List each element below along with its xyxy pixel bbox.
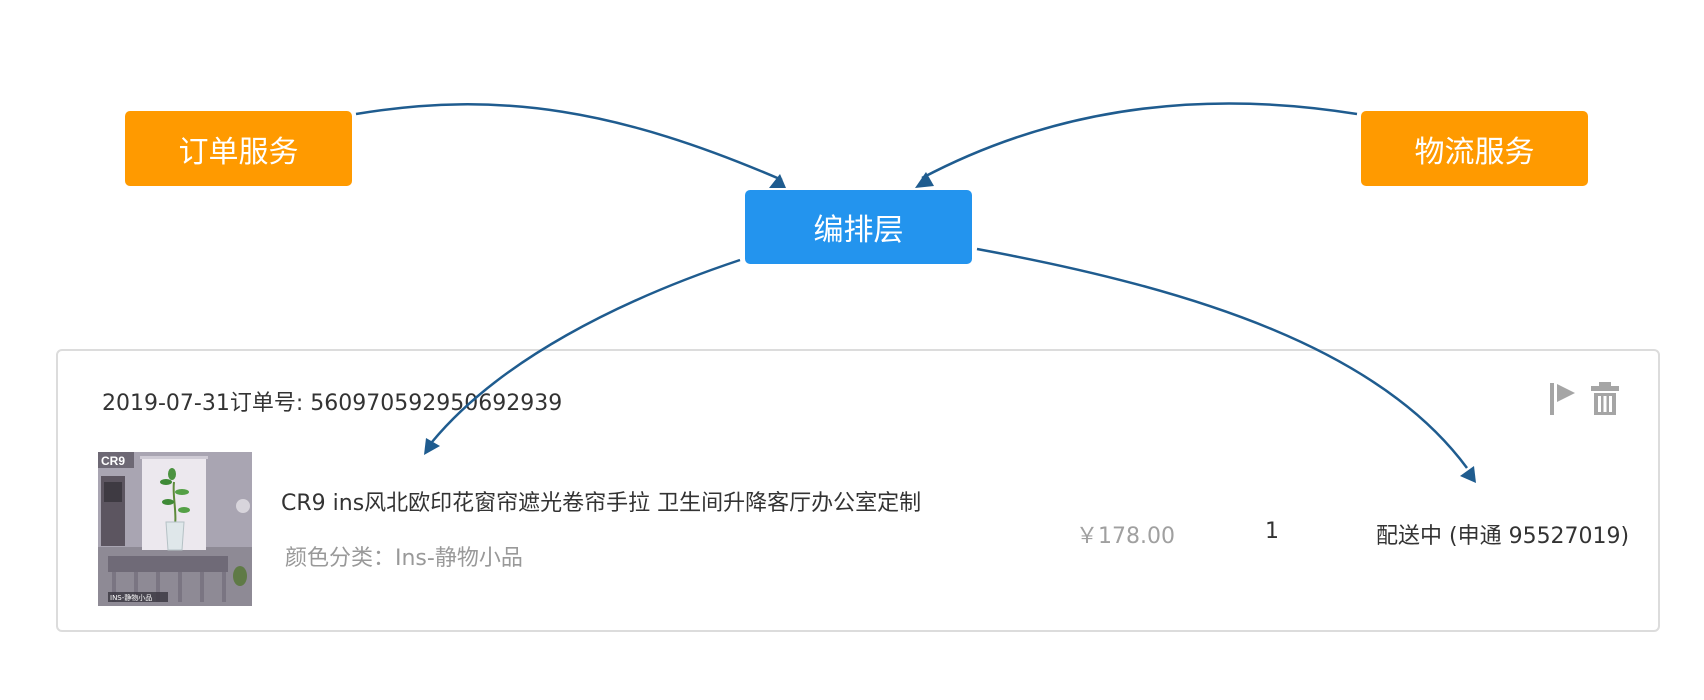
arrow-logistics-to-orchestration bbox=[921, 102, 1358, 180]
product-thumbnail[interactable]: CR9 INS-静物小品 bbox=[98, 452, 252, 606]
orchestration-layer-label: 编排层 bbox=[813, 213, 904, 248]
orchestration-layer-box: 编排层 bbox=[745, 190, 972, 264]
logistics-service-label: 物流服务 bbox=[1414, 134, 1535, 170]
product-quantity: 1 bbox=[1265, 519, 1279, 544]
order-card: 2019-07-31订单号: 560970592950692939 bbox=[56, 349, 1660, 632]
product-variant: 颜色分类：Ins-静物小品 bbox=[285, 546, 523, 571]
order-service-label: 订单服务 bbox=[178, 134, 299, 170]
trash-icon[interactable] bbox=[1588, 381, 1622, 417]
order-service-box: 订单服务 bbox=[125, 111, 352, 186]
order-header: 2019-07-31订单号: 560970592950692939 bbox=[102, 391, 563, 416]
arrowhead-orchestration-right bbox=[915, 172, 934, 188]
arrow-order-to-orchestration bbox=[355, 103, 783, 182]
delivery-status: 配送中 (申通 95527019) bbox=[1376, 524, 1630, 549]
arrowhead-orchestration-left bbox=[769, 174, 786, 188]
thumbnail-caption: INS-静物小品 bbox=[110, 593, 152, 602]
logistics-service-box: 物流服务 bbox=[1361, 111, 1588, 186]
product-title[interactable]: CR9 ins风北欧印花窗帘遮光卷帘手拉 卫生间升降客厅办公室定制 bbox=[281, 491, 922, 516]
thumbnail-brand: CR9 bbox=[101, 454, 125, 468]
flag-icon[interactable] bbox=[1547, 381, 1581, 417]
product-price: ￥178.00 bbox=[1076, 524, 1175, 549]
